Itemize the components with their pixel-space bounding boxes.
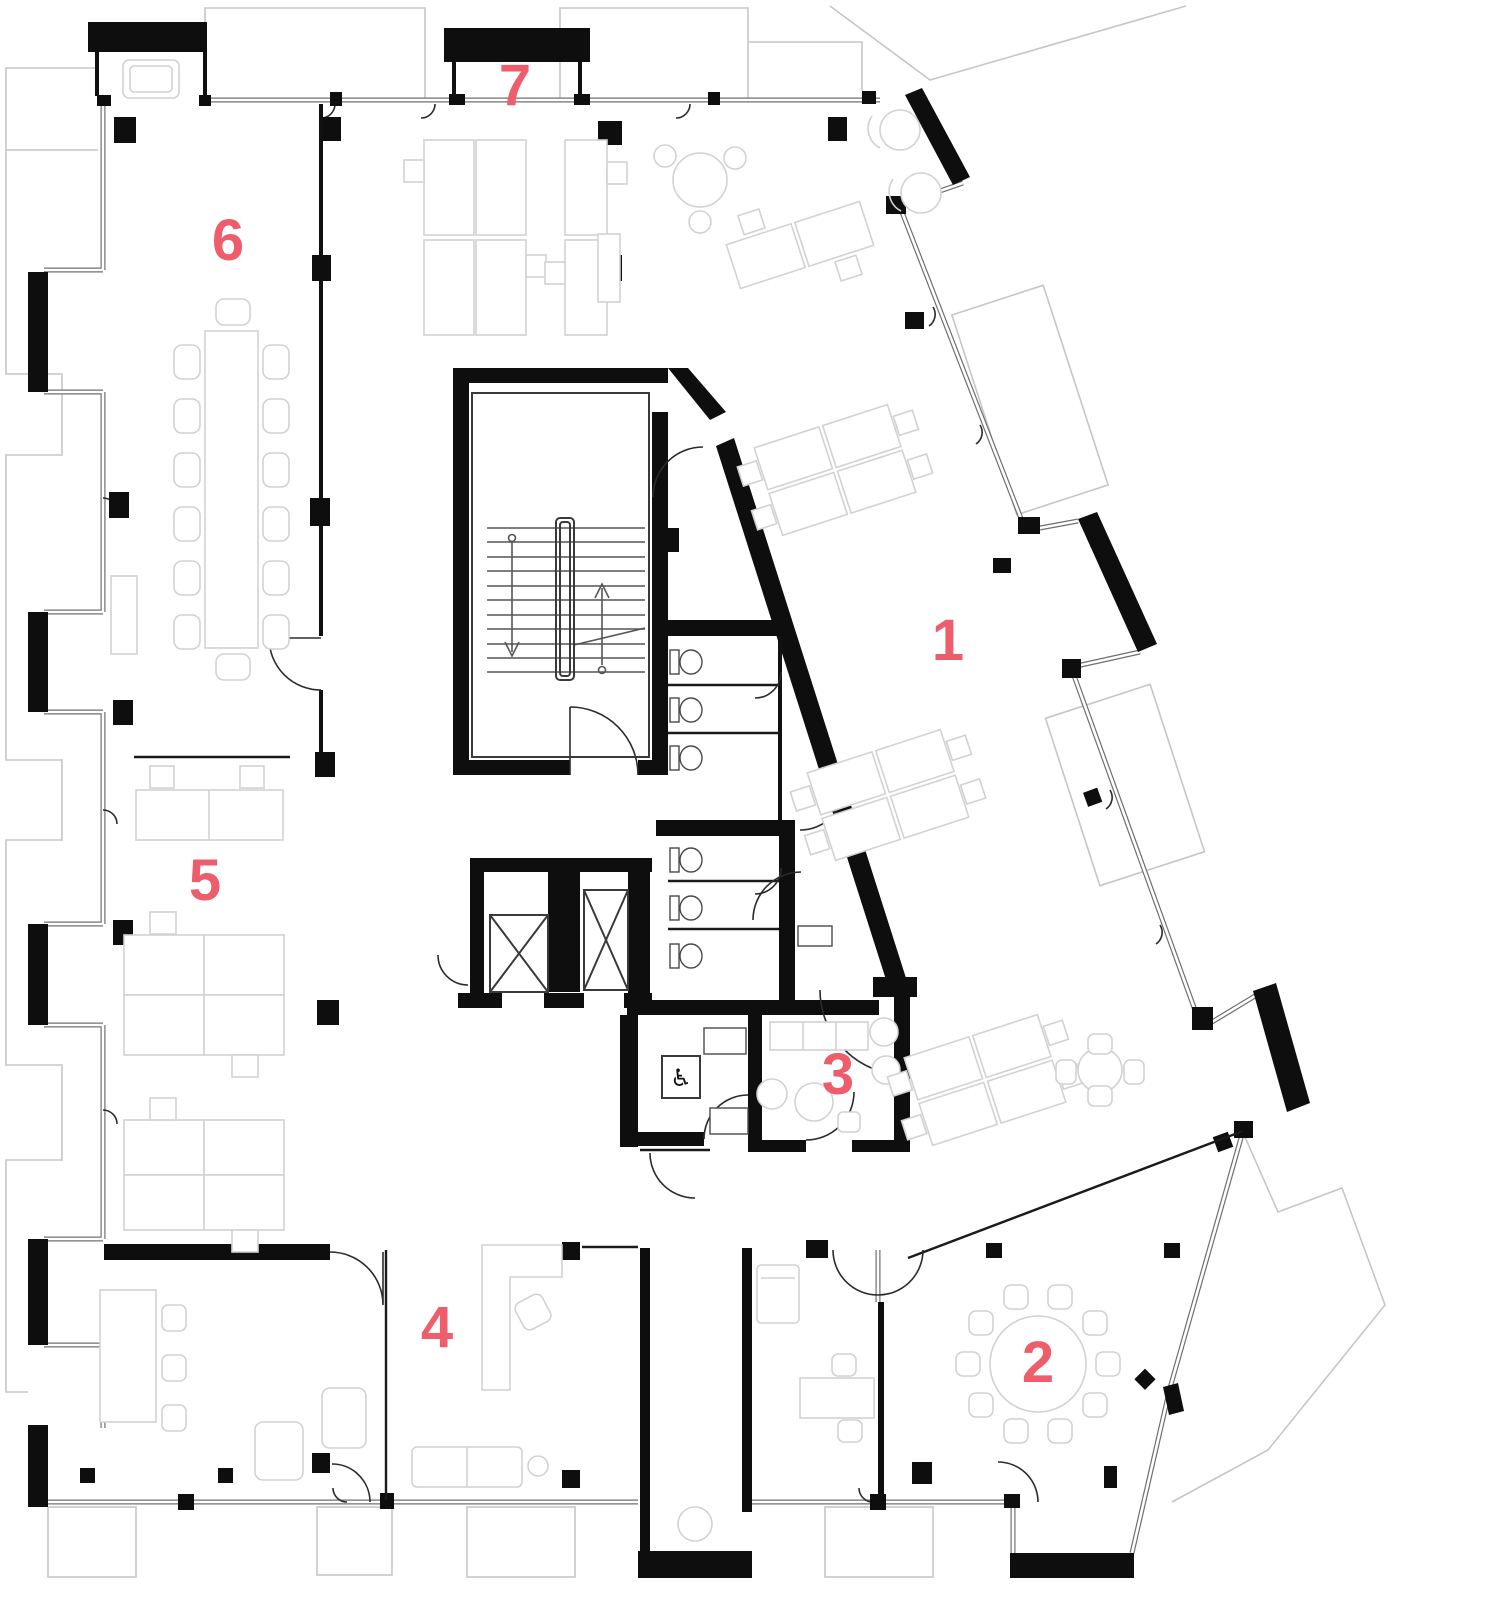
- desk-cluster: [886, 1013, 1084, 1147]
- elevator-icon: [489, 914, 549, 993]
- desk-cluster: [789, 728, 987, 862]
- vestibule-table: [677, 1506, 713, 1542]
- room-label-1: 1: [932, 608, 964, 673]
- desk-cluster: [123, 911, 285, 1078]
- elevators: [489, 889, 629, 993]
- accessible-wc-icon: ♿: [670, 1064, 692, 1092]
- room4-furniture: [411, 1244, 563, 1488]
- cabinet: [597, 233, 621, 303]
- terrace-outlines: [5, 5, 1386, 1578]
- desk-cluster: [736, 403, 934, 537]
- room-label-7: 7: [499, 53, 531, 118]
- acc-wc-sink: [703, 1027, 747, 1055]
- room-label-6: 6: [212, 208, 244, 273]
- elevator-icon: [583, 889, 629, 991]
- round-table: [653, 144, 747, 234]
- toilet-icon: [669, 847, 703, 873]
- desk-bank: [403, 139, 628, 336]
- round-conference-table: [955, 1284, 1121, 1444]
- casement-marks: [102, 103, 1163, 1503]
- toilet-icon: [669, 943, 703, 969]
- partition-walls: [95, 52, 1244, 1500]
- stair-down-arrow: [504, 542, 520, 658]
- desk-cluster: [725, 200, 875, 290]
- toilet-icon: [669, 745, 703, 771]
- desk-cluster: [123, 1097, 285, 1253]
- sideboard: [110, 575, 138, 655]
- furniture: [99, 59, 1145, 1542]
- accessible-wc-sign-frame: [661, 1055, 701, 1099]
- acc-wc-toilet: [709, 1107, 749, 1135]
- office-desk: [99, 1289, 367, 1481]
- toilet-icon: [669, 697, 703, 723]
- room-labels: 1 2 3 4 5 6 7: [189, 53, 1054, 1395]
- lounge-tables: [867, 109, 942, 214]
- sink-counter: [797, 925, 833, 947]
- wc-fixtures: ♿: [661, 649, 833, 1135]
- conference-table: [173, 298, 290, 681]
- desk-cluster: [135, 765, 284, 841]
- room-label-2: 2: [1022, 1330, 1054, 1395]
- room-label-4: 4: [421, 1295, 453, 1360]
- room-label-5: 5: [189, 848, 221, 913]
- small-office: [756, 1264, 875, 1443]
- stairs: [471, 392, 650, 758]
- round-table: [1055, 1033, 1145, 1107]
- toilet-icon: [669, 895, 703, 921]
- stair-up-arrow: [594, 582, 610, 665]
- toilet-icon: [669, 649, 703, 675]
- columns: [80, 117, 1180, 1488]
- window-walls: [44, 97, 1257, 1555]
- room-label-3: 3: [822, 1042, 854, 1107]
